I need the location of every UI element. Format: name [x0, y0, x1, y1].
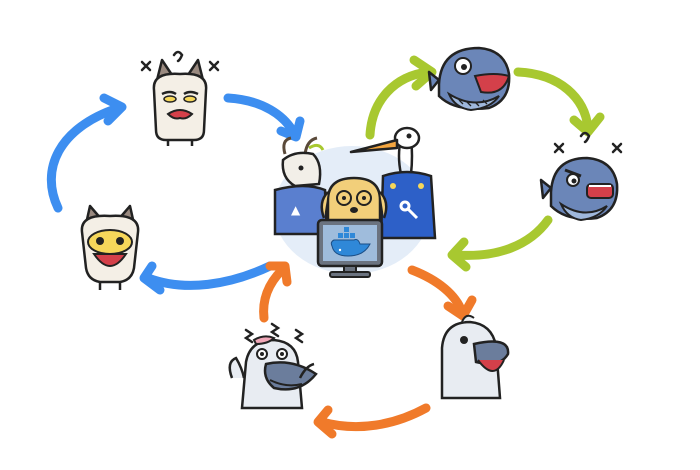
dog [320, 176, 388, 229]
monitor [316, 218, 384, 278]
blue-loop-arrows [46, 93, 305, 295]
green-arrow-left-head [447, 237, 471, 272]
whale-mini-icon: ▲ [291, 203, 301, 217]
blue-arrow-up [46, 103, 123, 213]
orange-arrow-up-head [265, 261, 292, 287]
orange-arrow-left [317, 403, 431, 432]
bird-happy [440, 314, 510, 400]
blue-arrow-left-head [139, 261, 165, 295]
green-arrow-up-head [409, 55, 437, 91]
green-arrow-up [365, 67, 433, 140]
blue-arrow-left [143, 261, 275, 290]
orange-arrow-left-head [313, 405, 337, 439]
cat-happy [80, 204, 140, 290]
frustration-marks-icon [140, 50, 220, 72]
green-arrow-left [451, 215, 553, 260]
team-illustration: ▲ [273, 126, 437, 278]
fish-happy [427, 46, 511, 112]
blue-arrow-right-head [276, 116, 305, 142]
frustration-marks-icon [553, 131, 623, 154]
wrench-icon [399, 200, 419, 220]
goat: ▲ [273, 136, 329, 236]
orange-loop-arrows [259, 261, 477, 439]
stork [349, 126, 437, 240]
orange-arrow-up [259, 265, 287, 323]
green-arrow-right-head [569, 112, 605, 137]
cat-annoyed [140, 50, 220, 146]
blue-arrow-up-head [99, 93, 127, 126]
blue-arrow-right [223, 93, 300, 140]
fish-angry [539, 131, 623, 222]
green-arrow-right [513, 67, 593, 133]
monitor-base [329, 271, 371, 278]
green-loop-arrows [365, 55, 605, 272]
docker-whale-icon [330, 227, 371, 257]
orange-arrow-down-right-head [443, 295, 477, 321]
bird-panicked [228, 322, 318, 410]
frustration-marks-icon [243, 322, 305, 344]
orange-arrow-down-right [407, 265, 467, 317]
